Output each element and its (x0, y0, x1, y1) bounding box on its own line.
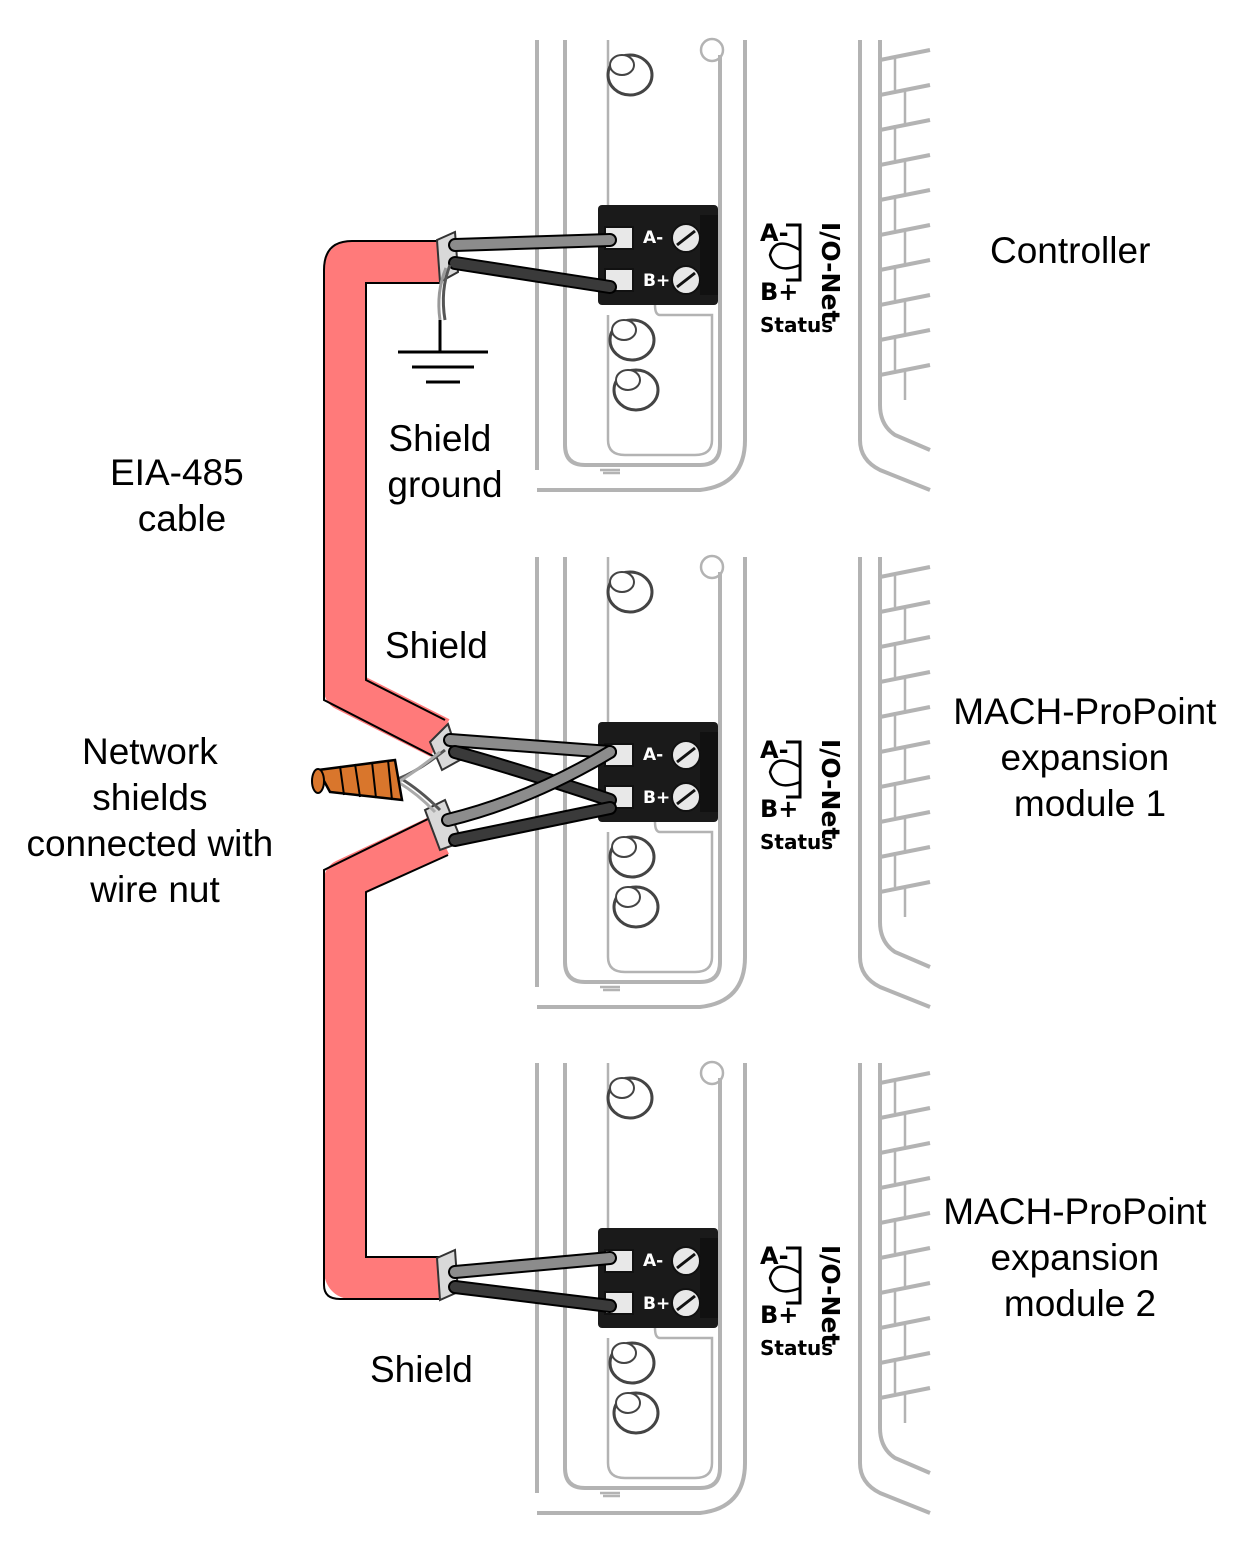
status-b-label: B+ (760, 278, 798, 306)
status-a-label: A- (760, 1242, 789, 1270)
network-shields-label: Network shields connected with wire nut (26, 731, 283, 910)
terminal-a-label: A- (643, 745, 663, 765)
io-net-label: I/O-Net (816, 1245, 845, 1345)
status-label: Status (760, 313, 833, 337)
status-label: Status (760, 1336, 833, 1360)
wire-nut-icon (311, 758, 404, 802)
module2-terminal-block: A- B+ A- B+ Status I/O-Net (596, 1226, 845, 1360)
module1-terminal-block: A- B+ A- B+ Status I/O-Net (596, 720, 845, 854)
module1-label: MACH-ProPoint expansion module 1 (953, 691, 1226, 824)
status-label: Status (760, 830, 833, 854)
module2-label: MACH-ProPoint expansion module 2 (943, 1191, 1216, 1324)
terminal-a-label: A- (643, 228, 663, 248)
controller-terminal-block: A- B+ A- B+ Status I/O-Net (596, 203, 845, 337)
io-net-label: I/O-Net (816, 222, 845, 322)
cable-label: EIA-485 cable (110, 452, 254, 539)
status-a-label: A- (760, 736, 789, 764)
controller-label: Controller (990, 230, 1150, 271)
controller-housing (535, 37, 932, 492)
shield-foil (423, 230, 464, 1302)
status-b-label: B+ (760, 1301, 798, 1329)
shield-upper-label: Shield (385, 625, 488, 666)
shield-lower-label: Shield (370, 1349, 473, 1390)
eia485-cable-lower (323, 816, 449, 1300)
status-a-label: A- (760, 219, 789, 247)
terminal-b-label: B+ (643, 788, 670, 808)
shield-ground-label: Shield ground (387, 418, 502, 505)
io-net-label: I/O-Net (816, 739, 845, 839)
terminal-a-label: A- (643, 1251, 663, 1271)
module1-housing (535, 554, 932, 1009)
module2-housing (535, 1060, 932, 1515)
ground-symbol-icon (398, 320, 488, 384)
status-b-label: B+ (760, 795, 798, 823)
eia485-cable-upper (323, 240, 450, 758)
shield-drain-wire (437, 264, 452, 321)
terminal-b-label: B+ (643, 1294, 670, 1314)
conductor-wires (441, 233, 617, 1313)
terminal-b-label: B+ (643, 271, 670, 291)
